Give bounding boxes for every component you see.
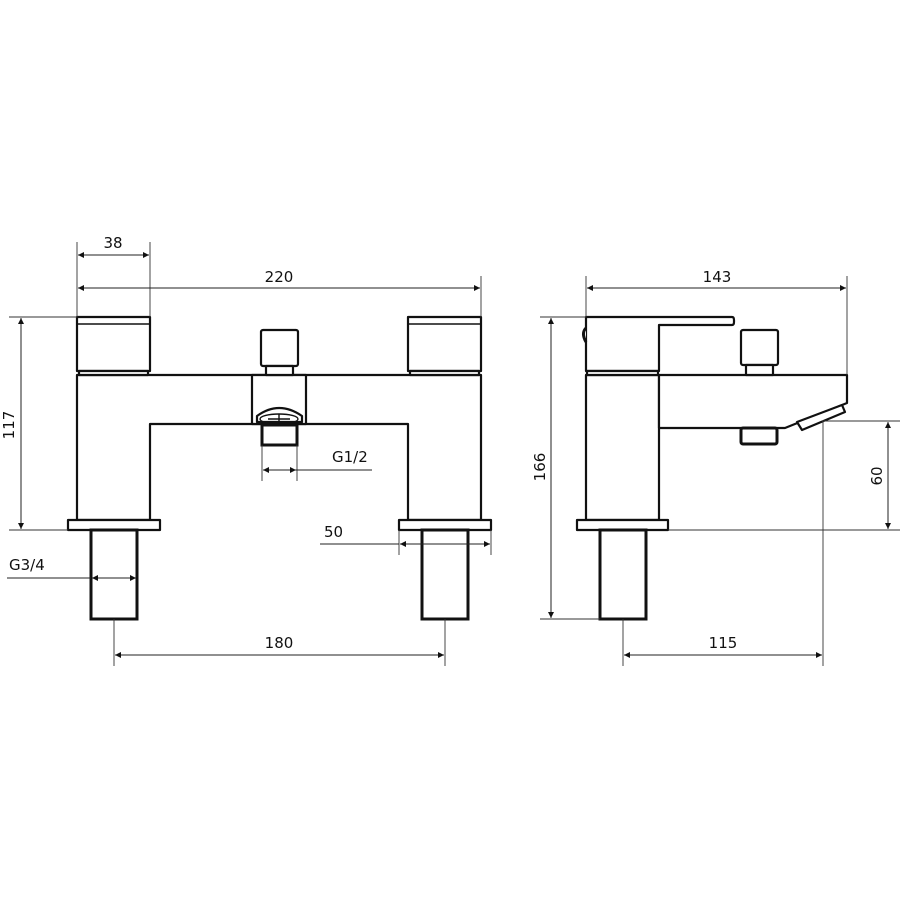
right-inlet-tail xyxy=(420,528,470,621)
side-inlet-tail xyxy=(598,528,648,621)
lever-cap xyxy=(582,326,588,343)
spout-nozzle xyxy=(795,403,847,432)
dim-spout-height: 60 xyxy=(868,466,886,485)
left-inlet-tail xyxy=(89,528,139,621)
diverter-knob xyxy=(259,328,300,368)
right-handle xyxy=(406,315,483,373)
dim-overall-width: 220 xyxy=(265,268,294,286)
outlet-thread xyxy=(260,423,299,447)
dim-spout-projection: 115 xyxy=(709,634,738,652)
side-view: 143 166 60 115 xyxy=(531,268,900,666)
dim-inlet-centres: 180 xyxy=(265,634,294,652)
dim-handle-width: 38 xyxy=(103,234,122,252)
dim-overall-height: 166 xyxy=(531,453,549,482)
dim-handset-outlet: G1/2 xyxy=(332,448,368,466)
front-view: 38 220 117 G1/2 G3/4 50 180 xyxy=(0,234,493,666)
side-column xyxy=(584,373,661,522)
dim-base-plate-width: 50 xyxy=(324,523,343,541)
dim-height-to-deck: 117 xyxy=(0,411,18,440)
diverter-stem xyxy=(264,364,295,377)
side-diverter-knob xyxy=(739,328,780,367)
side-outlet-thread xyxy=(739,426,779,446)
dim-inlet-thread: G3/4 xyxy=(9,556,45,574)
left-handle xyxy=(75,315,152,373)
dim-overall-depth: 143 xyxy=(703,268,732,286)
lever-handle xyxy=(584,315,736,373)
